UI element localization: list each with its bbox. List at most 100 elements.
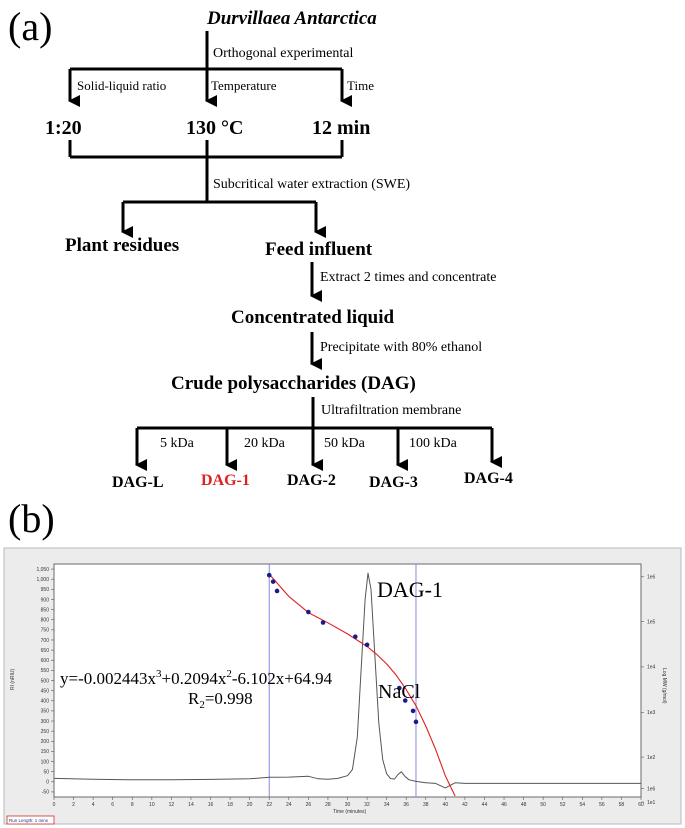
- calibration-point: [270, 579, 276, 584]
- chart-series: [53, 572, 641, 797]
- x-tick-label: 2: [72, 802, 75, 808]
- panel-b-label: (b): [8, 496, 55, 541]
- value-temperature: 130 °C: [186, 117, 243, 139]
- x-tick-label: 46: [501, 802, 507, 808]
- fraction-dag-2: DAG-2: [287, 472, 336, 489]
- swe-step: Subcritical water extraction (SWE): [213, 177, 410, 192]
- calibration-curve: [268, 573, 456, 797]
- y-tick-label: 900: [41, 597, 50, 603]
- y-tick-label: 100: [41, 759, 50, 765]
- y-tick-label: 250: [41, 729, 50, 735]
- y-tick-label: 350: [41, 709, 50, 715]
- calibration-point: [353, 634, 358, 640]
- x-tick-label: 0: [53, 802, 56, 808]
- time-markers: [268, 564, 417, 797]
- fraction-dag-4: DAG-4: [464, 470, 513, 487]
- y2-tick-label: 1e3: [647, 710, 656, 716]
- x-tick-label: 50: [540, 802, 546, 808]
- run-length-box: [6, 815, 55, 825]
- x-tick-label: 48: [521, 802, 527, 808]
- x-tick-label: 10: [149, 802, 155, 808]
- y-tick-label: 800: [41, 618, 50, 624]
- x-tick-label: 6: [111, 802, 114, 808]
- y2-tick-label: 1e6: [647, 575, 656, 581]
- x-tick-label: 54: [580, 802, 586, 808]
- x-tick-label: 4: [92, 802, 95, 808]
- x-tick-label: 28: [325, 802, 331, 808]
- x-axis-title: Time (minutes): [333, 809, 366, 815]
- calibration-point: [402, 698, 408, 703]
- run-length: Run Length: 1 mins: [9, 818, 49, 823]
- param-temp-label: Temperature: [211, 78, 277, 93]
- param-ratio-label: Solid-liquid ratio: [77, 78, 166, 93]
- param-time-label: Time: [347, 78, 374, 93]
- x-tick-label: 8: [131, 802, 134, 808]
- y2-tick-label: 1e1: [647, 800, 656, 806]
- y2-tick-label: 1e4: [647, 665, 656, 671]
- calibration-point: [413, 719, 419, 725]
- calibration-point: [320, 620, 326, 625]
- x-tick-label: 38: [423, 802, 429, 808]
- y-tick-label: 550: [41, 668, 50, 674]
- cutoff-5kda: 5 kDa: [160, 436, 195, 451]
- plot-area: [53, 563, 642, 798]
- regression-equation: y=-0.002443x3+0.2094x2-6.102x+64.94: [60, 668, 333, 688]
- x-tick-label: 22: [266, 802, 272, 808]
- x-tick-label: 18: [227, 802, 233, 808]
- cutoff-50kda: 50 kDa: [324, 436, 366, 451]
- chromatogram-trace: [53, 572, 641, 789]
- x-tick-label: 20: [247, 802, 253, 808]
- y-tick-label: 700: [41, 638, 50, 644]
- x-tick-label: 26: [306, 802, 312, 808]
- y2-axis-title: Log MW (g/mol): [661, 668, 667, 704]
- x-tick-label: 14: [188, 802, 194, 808]
- cutoff-100kda: 100 kDa: [409, 436, 458, 451]
- fraction-dag-3: DAG-3: [369, 474, 418, 491]
- y-tick-label: 300: [41, 719, 50, 725]
- extract-step: Extract 2 times and concentrate: [320, 270, 496, 285]
- y-tick-label: 400: [41, 699, 50, 705]
- feed-influent: Feed influent: [265, 239, 373, 260]
- y-tick-label: 200: [41, 739, 50, 745]
- panel-a: (a) Durvillaea Antarctica Orthogonal exp…: [8, 4, 513, 491]
- y-tick-label: 500: [41, 678, 50, 684]
- y-tick-label: 750: [41, 628, 50, 634]
- r-squared: R2=0.998: [188, 689, 253, 711]
- precipitate-step: Precipitate with 80% ethanol: [320, 340, 482, 355]
- calibration-point: [266, 572, 272, 578]
- calibration-point: [397, 685, 402, 691]
- y-tick-label: 450: [41, 688, 50, 694]
- source-title: Durvillaea Antarctica: [206, 8, 377, 29]
- calibration-point: [306, 609, 311, 615]
- y-tick-label: 150: [41, 749, 50, 755]
- fraction-dag-1: DAG-1: [201, 472, 250, 489]
- y-tick-label: 950: [41, 587, 50, 593]
- x-tick-label: 58: [619, 802, 625, 808]
- panel-b: (b) RI (nRIU) Log MW (g/mol) Time (minut…: [3, 496, 682, 825]
- y-tick-label: 1,000: [36, 577, 49, 583]
- orthogonal-step: Orthogonal experimental: [213, 46, 353, 61]
- panel-a-label: (a): [8, 4, 52, 49]
- x-tick-label: 36: [403, 802, 409, 808]
- value-ratio: 1:20: [45, 117, 82, 139]
- x-tick-label: 40: [443, 802, 449, 808]
- x-tick-label: 32: [364, 802, 370, 808]
- y-tick-label: 650: [41, 648, 50, 654]
- calibration-points: [266, 572, 419, 725]
- y-tick-label: 600: [41, 658, 50, 664]
- x-tick-label: 44: [482, 802, 488, 808]
- x-tick-label: 34: [384, 802, 390, 808]
- value-time: 12 min: [312, 117, 370, 139]
- y2-tick-label: 1e6: [647, 786, 656, 792]
- x-tick-label: 52: [560, 802, 566, 808]
- y2-tick-label: 1e2: [647, 755, 656, 761]
- ultrafiltration-step: Ultrafiltration membrane: [321, 403, 461, 418]
- y-tick-label: 850: [41, 607, 50, 613]
- fraction-dag-l: DAG-L: [112, 474, 164, 491]
- calibration-point: [364, 642, 370, 648]
- calibration-point: [274, 588, 280, 594]
- cutoff-20kda: 20 kDa: [244, 436, 286, 451]
- calibration-point: [410, 708, 416, 714]
